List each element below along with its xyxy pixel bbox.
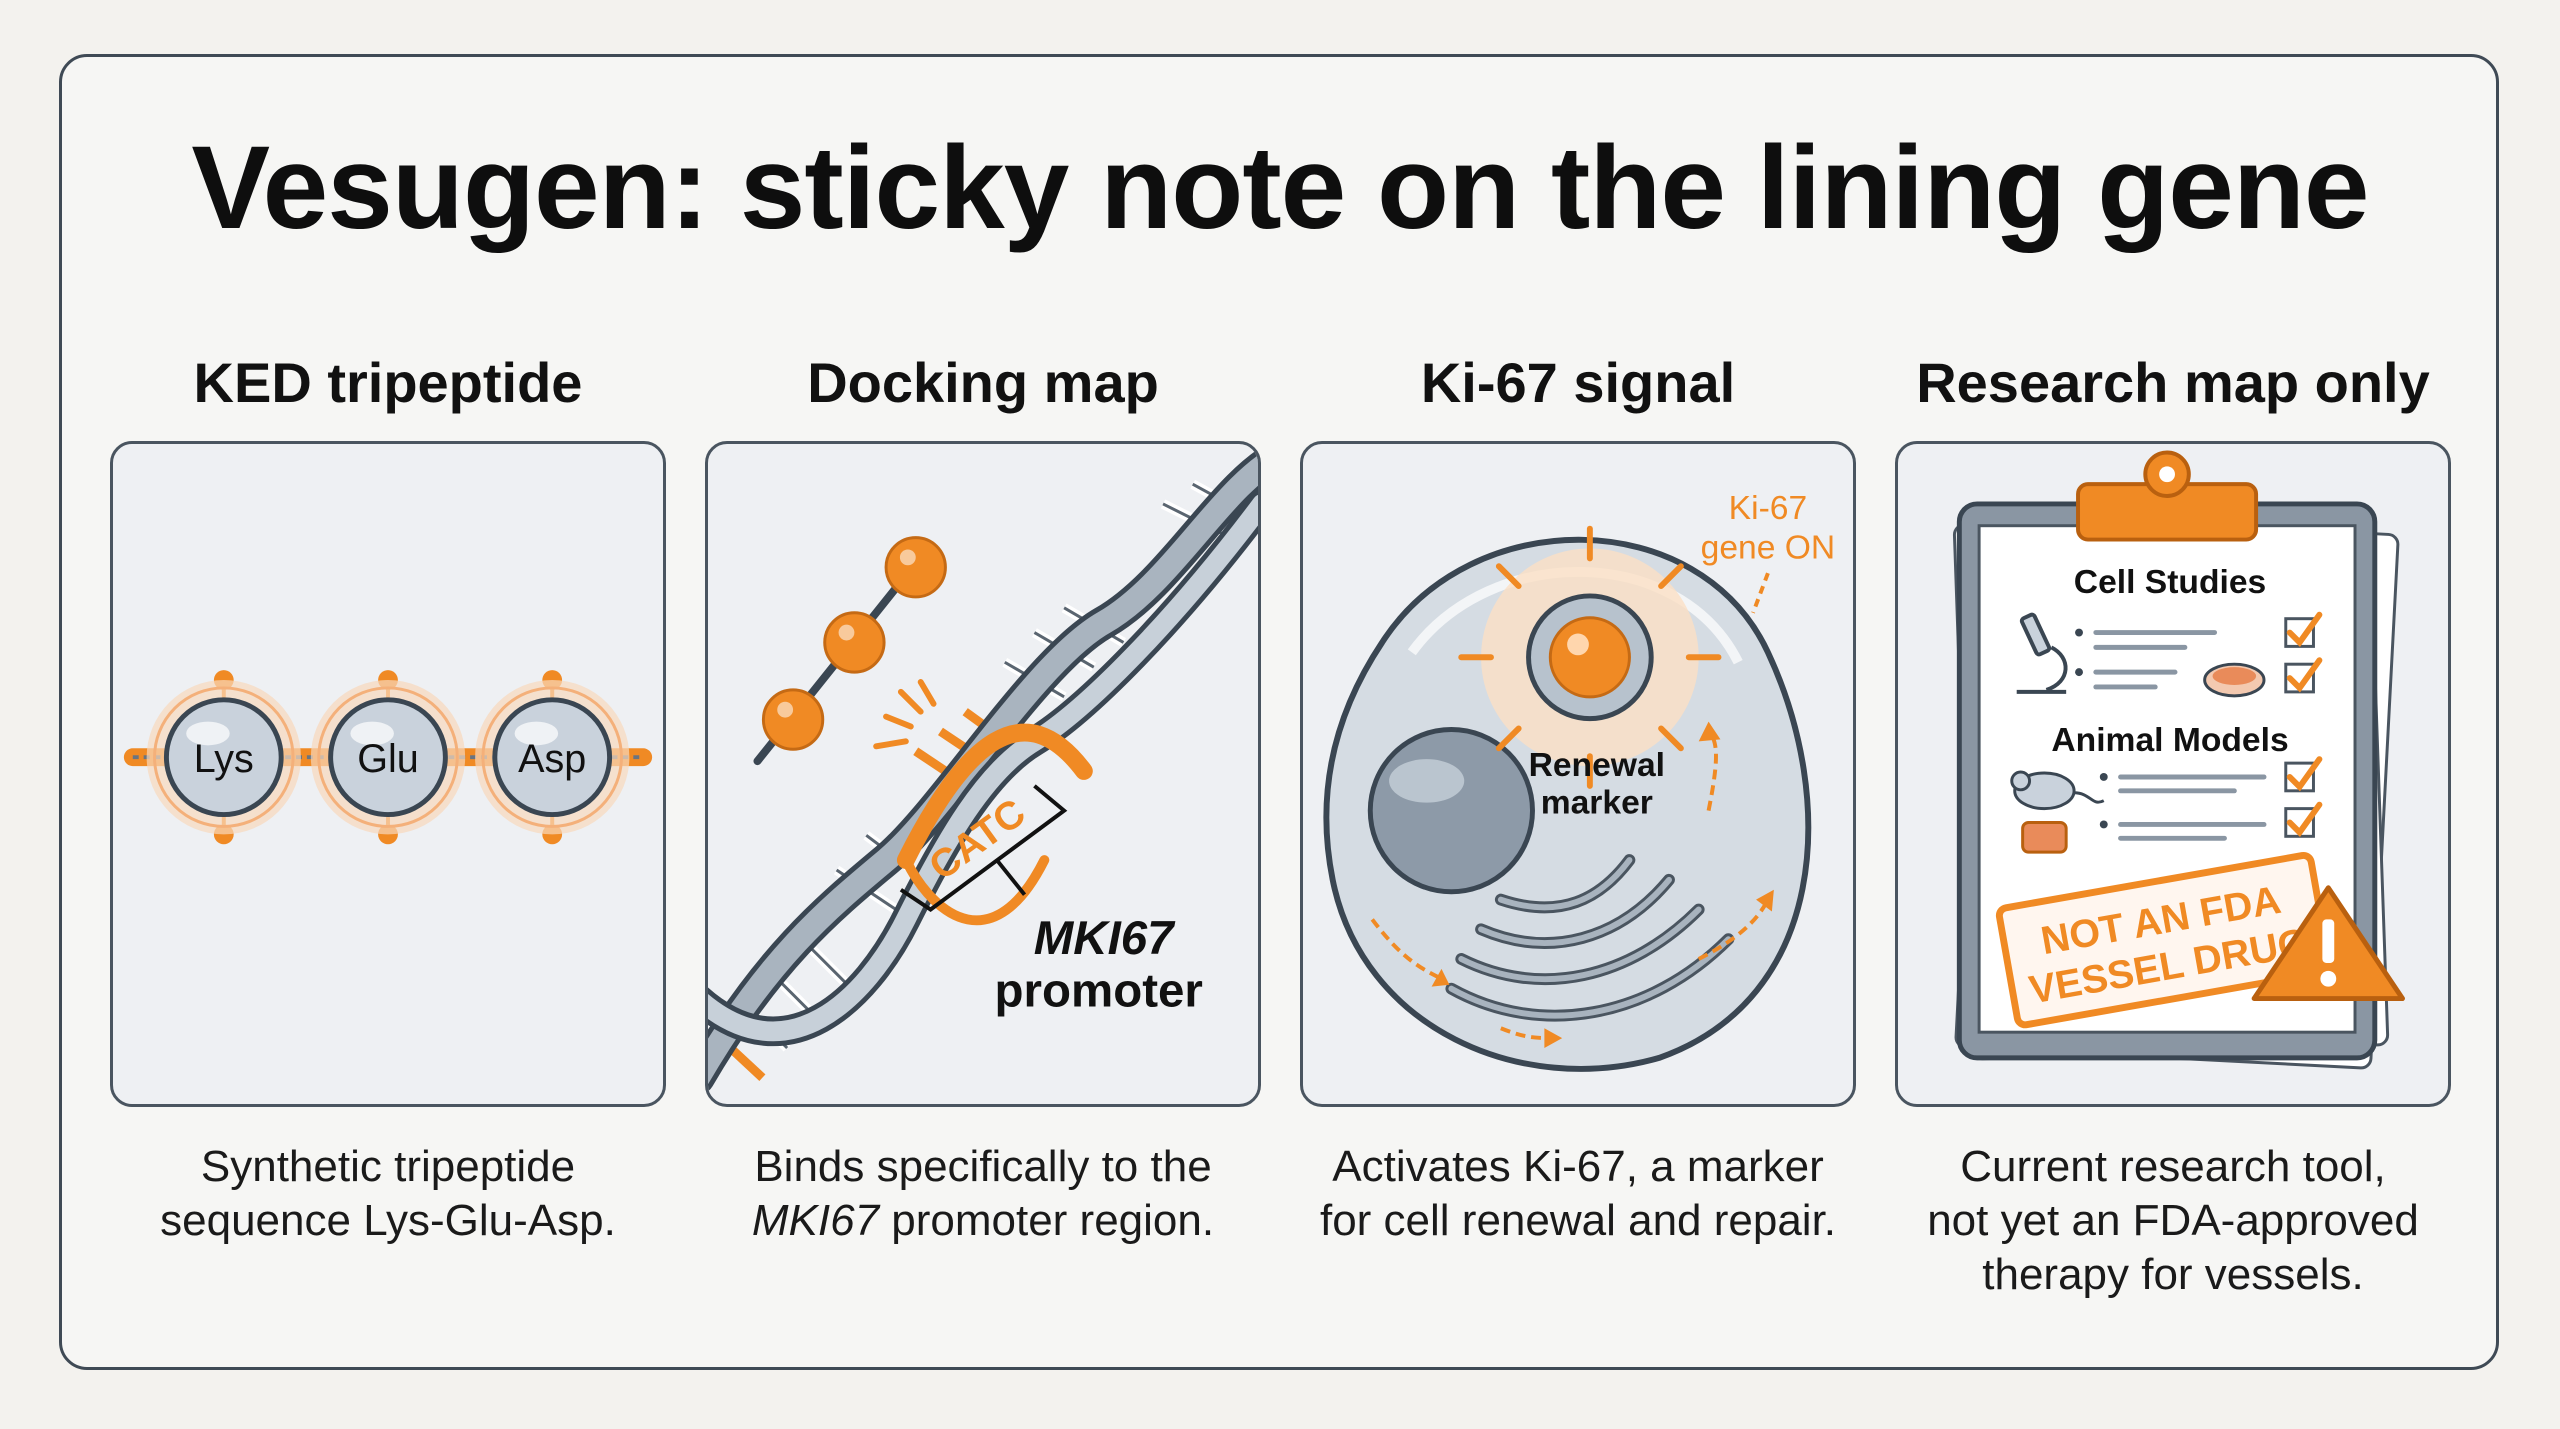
caption-docking: Binds specifically to the MKI67 promoter… <box>751 1142 1215 1245</box>
renewal-marker-line1: Renewal <box>1529 747 1665 784</box>
panel-docking-map: CATC MKI67 promoter <box>705 441 1261 1107</box>
panel-heading-ki67: Ki-67 signal <box>1420 351 1736 414</box>
panel-ki67-signal: Ki-67 gene ON Renewal marker <box>1300 441 1856 1107</box>
bead-label-asp: Asp <box>518 737 586 781</box>
section-cell-studies: Cell Studies <box>2074 564 2266 601</box>
dna-helix-icon: CATC MKI67 promoter <box>708 449 1258 1092</box>
warning-icon <box>2251 885 2405 1002</box>
caption-research: Current research tool, not yet an FDA-ap… <box>1927 1142 2419 1299</box>
promoter-label: promoter <box>995 964 1203 1017</box>
page-title: Vesugen: sticky note on the lining gene <box>191 122 2369 254</box>
caption-ki67: Activates Ki-67, a marker for cell renew… <box>1319 1142 1837 1245</box>
panel-heading-docking: Docking map <box>807 351 1159 414</box>
petri-dish-icon <box>2203 662 2266 698</box>
caption-ked: Synthetic tripeptide sequence Lys-Glu-As… <box>160 1142 616 1245</box>
ki67-tag-line2: gene ON <box>1701 529 1836 566</box>
tripeptide-diagram: Lys Glu Asp <box>123 670 653 845</box>
bead-label-lys: Lys <box>194 737 254 781</box>
panel-heading-research: Research map only <box>1916 351 2430 414</box>
caption-gene-italic: MKI67 <box>751 1196 880 1245</box>
panel-heading-ked: KED tripeptide <box>193 351 583 414</box>
ki67-tag-line1: Ki-67 <box>1729 490 1808 527</box>
mouse-icon <box>2010 770 2105 811</box>
renewal-marker-line2: marker <box>1541 785 1653 822</box>
section-animal-models: Animal Models <box>2051 722 2288 759</box>
tissue-icon <box>2021 820 2068 854</box>
cell-icon: Ki-67 gene ON Renewal marker <box>1323 490 1836 1072</box>
gene-label: MKI67 <box>1034 912 1176 965</box>
not-fda-stamp: NOT AN FDA VESSEL DRUG <box>1995 851 2333 1029</box>
panel-ked-tripeptide: Lys Glu Asp <box>110 441 666 1107</box>
microscope-icon <box>2016 612 2068 694</box>
clipboard-icon: Cell Studies Animal Models <box>1952 450 2405 1070</box>
panel-research-map: Cell Studies Animal Models <box>1895 441 2451 1107</box>
bead-label-glu: Glu <box>357 737 419 781</box>
